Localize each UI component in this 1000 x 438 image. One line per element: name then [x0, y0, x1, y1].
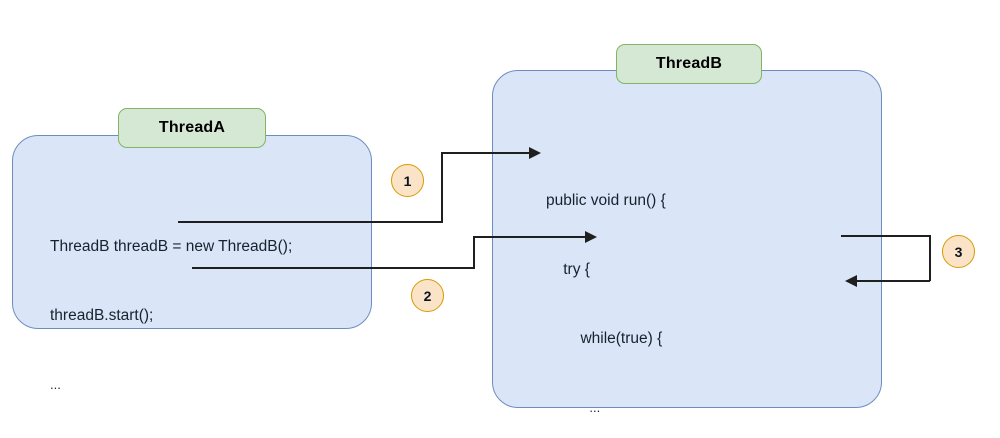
connector-1-segment-horizontal [178, 221, 443, 223]
thread-b-code-line: public void run() { [546, 192, 666, 209]
connector-2-segment-horizontal [192, 267, 475, 269]
step-badge-2: 2 [411, 279, 444, 312]
thread-a-code-line: ThreadB threadB = new ThreadB(); [50, 238, 293, 255]
thread-b-code-line: ... [546, 400, 601, 415]
connector-3-segment-horizontal [856, 280, 930, 282]
connector-3-arrowhead-icon [845, 275, 857, 287]
connector-2-segment-horizontal [473, 236, 587, 238]
thread-b-title-chip: ThreadB [616, 44, 762, 84]
thread-a-code-block: ThreadB threadB = new ThreadB(); threadB… [50, 189, 292, 438]
thread-a-title-chip: ThreadA [118, 108, 266, 148]
connector-3-segment-vertical [929, 235, 931, 281]
thread-a-code-line: threadB.start(); [50, 307, 154, 324]
step-badge-1: 1 [391, 164, 424, 197]
connector-1-segment-vertical [441, 152, 443, 222]
connector-1-arrowhead-icon [529, 147, 541, 159]
thread-b-code-line: while(true) { [546, 330, 663, 347]
thread-b-panel [492, 70, 882, 408]
thread-b-code-line: try { [546, 261, 590, 278]
step-badge-3: 3 [942, 235, 975, 268]
connector-1-segment-horizontal [441, 152, 531, 154]
thread-a-panel [12, 135, 372, 329]
connector-3-segment-horizontal [841, 235, 930, 237]
connector-2-arrowhead-icon [585, 231, 597, 243]
thread-a-code-line: ... [50, 377, 61, 392]
thread-b-code-block: public void run() { try { while(true) { … [546, 143, 795, 438]
connector-2-segment-vertical [473, 236, 475, 268]
